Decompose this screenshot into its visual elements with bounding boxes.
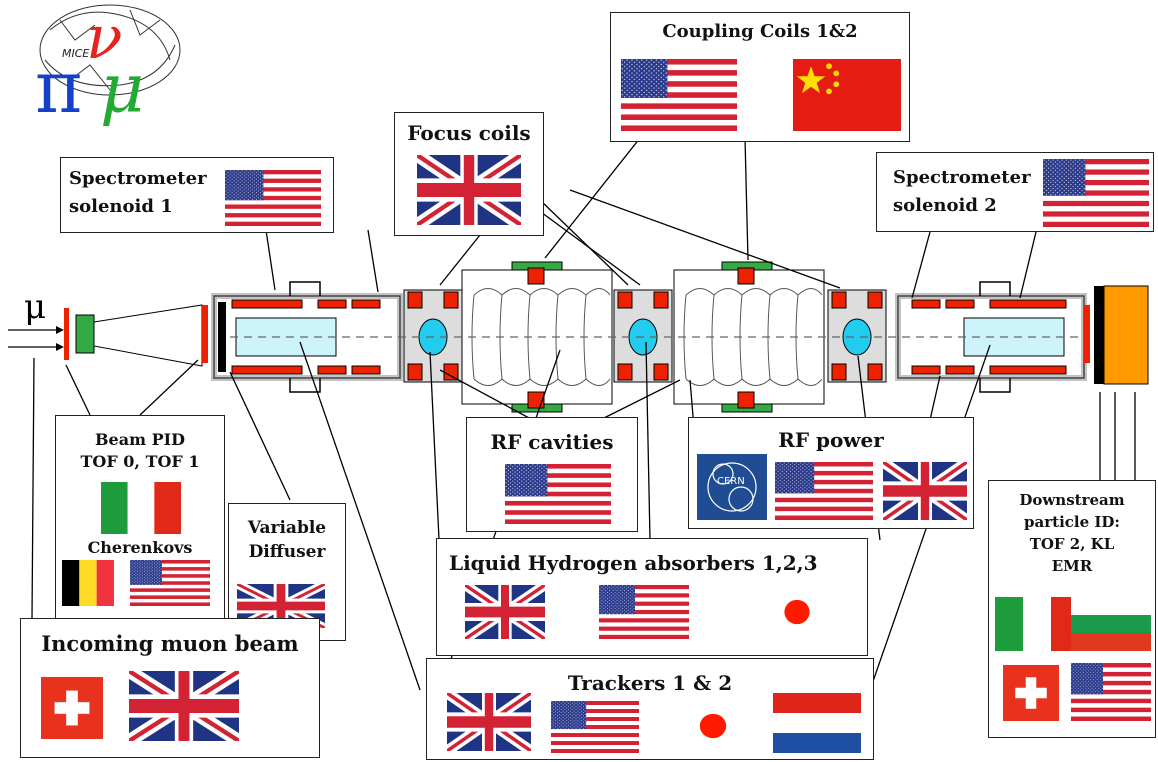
usa-flag-icon: [1071, 663, 1151, 721]
incoming-muon-beam-text: Incoming muon beam: [41, 631, 299, 656]
emr-detector: [1103, 285, 1149, 385]
beam-pid-line2: TOF 0, TOF 1: [80, 452, 200, 471]
usa-flag-icon: [505, 464, 611, 524]
downstream-line1: Downstream: [1019, 491, 1125, 509]
japan-flag-icon: [669, 699, 757, 753]
muon-symbol: μ: [24, 287, 46, 327]
coupling-coil-2: [737, 267, 755, 285]
spectrometer-2-line1: Spectrometer: [893, 167, 1031, 188]
usa-flag-icon: [225, 170, 321, 226]
beamline: μ: [8, 261, 1149, 413]
kl-detector: [1094, 286, 1104, 384]
trackers-label: Trackers 1 & 2: [426, 658, 874, 760]
logo-nu-icon: ν: [86, 3, 122, 73]
focus-coils-label: Focus coils: [394, 112, 544, 236]
usa-flag-icon: [551, 701, 639, 753]
beam-pid-line3: Cherenkovs: [87, 538, 193, 557]
coupling-coil-1: [527, 267, 545, 285]
switzerland-flag-icon: [1003, 665, 1059, 721]
spectrometer-2-line2: solenoid 2: [893, 195, 997, 216]
usa-flag-icon: [775, 462, 873, 520]
netherlands-flag-icon: [773, 693, 861, 753]
downstream-line3: TOF 2, KL: [1029, 535, 1115, 553]
spectrometer-1-line1: Spectrometer: [69, 168, 207, 189]
usa-flag-icon: [130, 560, 210, 606]
switzerland-flag-icon: [41, 677, 103, 739]
spectrometer-1-line2: solenoid 1: [69, 196, 173, 217]
italy-flag-icon: [995, 597, 1079, 651]
cern-logo-rings: [707, 462, 757, 512]
mice-logo: MICE π ν μ: [35, 3, 181, 129]
trackers-text: Trackers 1 & 2: [567, 671, 733, 695]
usa-flag-icon: [621, 59, 737, 131]
focus-coils-text: Focus coils: [407, 121, 531, 145]
rf-power-label: RF power CERN: [688, 417, 974, 529]
uk-flag-icon: [883, 462, 967, 520]
uk-flag-icon: [465, 585, 545, 639]
logo-mice-text: MICE: [62, 47, 89, 60]
lh2-absorbers-label: Liquid Hydrogen absorbers 1,2,3: [436, 538, 868, 656]
coupling-coils-label: Coupling Coils 1&2: [610, 12, 910, 142]
lh2-absorbers-text: Liquid Hydrogen absorbers 1,2,3: [449, 551, 818, 575]
lh2-absorber-3: [842, 318, 872, 356]
beam-pid-label: Beam PID TOF 0, TOF 1 Cherenkovs: [55, 415, 225, 619]
rf-cavities-label: RF cavities: [466, 417, 638, 532]
uk-flag-icon: [417, 155, 521, 225]
usa-flag-icon: [599, 585, 689, 639]
downstream-pid-label: Downstream particle ID: TOF 2, KL EMR: [988, 480, 1156, 738]
belgium-flag-icon: [62, 560, 114, 606]
cherenkov-detector: [75, 314, 95, 354]
tof0-detector: [64, 308, 69, 360]
japan-flag-icon: [755, 585, 839, 639]
logo-mu-icon: μ: [100, 50, 144, 129]
logo-pi-icon: π: [35, 45, 82, 129]
tof1-detector: [202, 305, 208, 363]
downstream-line2: particle ID:: [1024, 513, 1120, 531]
usa-flag-icon: [1043, 159, 1149, 227]
uk-flag-icon: [447, 693, 531, 751]
incoming-muon-beam-label: Incoming muon beam: [20, 618, 320, 758]
uk-flag-icon: [129, 671, 239, 741]
rf-power-text: RF power: [778, 428, 884, 452]
rf-cavities-text: RF cavities: [490, 430, 614, 454]
downstream-line4: EMR: [1051, 557, 1093, 575]
bulgaria-flag-icon: [1071, 597, 1151, 651]
spectrometer-1-label: Spectrometer solenoid 1: [60, 157, 334, 233]
italy-flag-icon: [101, 482, 181, 534]
diffuser-label: Variable Diffuser: [228, 503, 346, 641]
tof2-detector: [1084, 305, 1090, 363]
china-flag-icon: [793, 59, 901, 131]
cern-logo-text: CERN: [717, 476, 745, 487]
beam-pid-line1: Beam PID: [95, 430, 185, 449]
coupling-coils-text: Coupling Coils 1&2: [662, 21, 858, 42]
spectrometer-2-label: Spectrometer solenoid 2: [876, 152, 1154, 232]
diffuser-line1: Variable: [247, 518, 327, 538]
diffuser-line2: Diffuser: [248, 542, 326, 562]
cern-logo-icon: CERN: [697, 454, 767, 520]
